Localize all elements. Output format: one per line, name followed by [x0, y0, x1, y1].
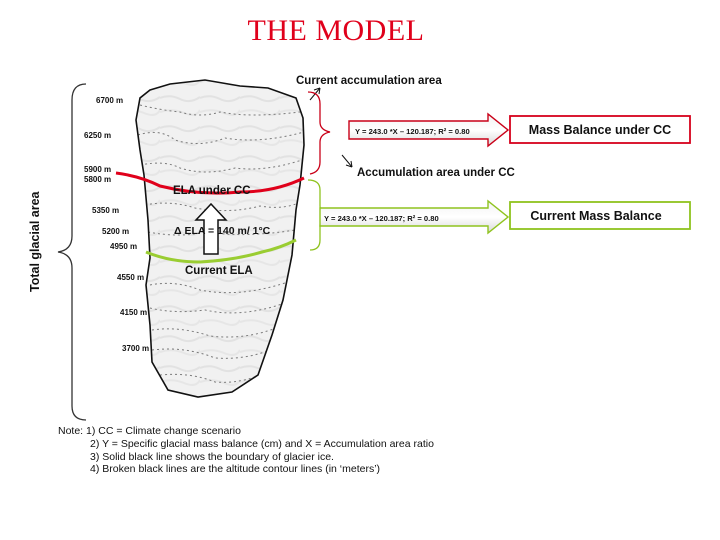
total-glacial-area-label: Total glacial area [28, 190, 42, 292]
altitude-label: 4550 m [117, 273, 144, 282]
box-current-label: Current Mass Balance [530, 209, 661, 223]
delta-ela-label: Δ ELA = 140 m/ 1°C [174, 225, 271, 237]
equation-arrow-cc [348, 112, 510, 148]
altitude-label: 5200 m [102, 227, 129, 236]
equation-current: Y = 243.0 *X – 120.187; R² = 0.80 [324, 214, 439, 223]
delta-ela-arrow-icon [194, 202, 228, 255]
total-area-brace [57, 83, 87, 421]
equation-arrow-current [319, 199, 510, 235]
box-cc-label: Mass Balance under CC [529, 123, 671, 137]
glacier-boundary [135, 79, 305, 398]
note-line: 3) Solid black line shows the boundary o… [90, 450, 334, 463]
pointer-arrowhead-icon [345, 160, 353, 168]
box-cc [509, 115, 691, 144]
altitude-label: 4150 m [120, 308, 147, 317]
altitude-label: 5900 m [84, 165, 111, 174]
glacier-body [135, 79, 305, 398]
current-ela-label: Current ELA [185, 265, 253, 277]
ela-cc-label: ELA under CC [173, 185, 251, 197]
ela-cc-line [115, 171, 305, 195]
current-accumulation-label: Current accumulation area [296, 75, 442, 87]
accumulation-cc-brace [307, 91, 331, 175]
accumulation-cc-label: Accumulation area under CC [357, 167, 515, 179]
note-line: 4) Broken black lines are the altitude c… [90, 463, 381, 476]
altitude-label: 5350 m [92, 206, 119, 215]
notes: Note: 1) CC = Climate change scenario 2)… [58, 425, 434, 476]
note-line: 2) Y = Specific glacial mass balance (cm… [90, 437, 434, 450]
pointer-arrowhead-icon [313, 87, 321, 95]
altitude-label: 4950 m [110, 242, 137, 251]
page-title: THE MODEL [247, 14, 425, 47]
pointer-arrow-icon [341, 154, 353, 168]
altitude-label: 6250 m [84, 131, 111, 140]
altitude-label: 5800 m [84, 175, 111, 184]
altitude-label: 3700 m [122, 344, 149, 353]
equation-cc: Y = 243.0 *X – 120.187; R² = 0.80 [355, 127, 470, 136]
box-current [509, 201, 691, 230]
contour-lines [137, 104, 304, 383]
current-ela-line [145, 238, 297, 264]
note-line: Note: 1) CC = Climate change scenario [58, 425, 241, 437]
altitude-label: 6700 m [96, 96, 123, 105]
